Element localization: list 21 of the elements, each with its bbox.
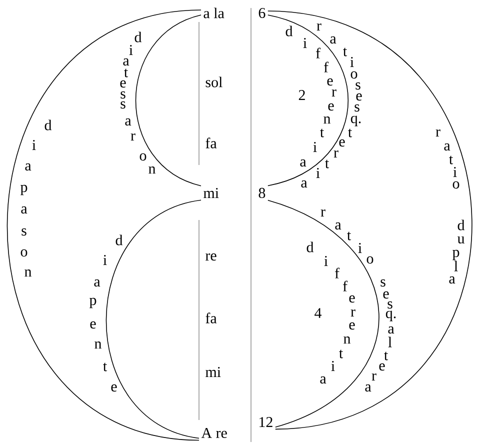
number-label: 12 — [260, 417, 272, 427]
number-label: 8 — [258, 188, 266, 198]
number-label: 4 — [314, 308, 322, 318]
arc — [268, 14, 349, 186]
note-label: re — [206, 253, 216, 261]
edge-label: diapason — [20, 119, 52, 277]
note-label: sol — [206, 76, 222, 88]
note-label: a la — [204, 8, 224, 18]
edge-label: diapente — [88, 234, 124, 392]
edge-label: diatessaron — [119, 31, 156, 174]
arc — [106, 200, 202, 439]
number-label: 6 — [258, 8, 266, 18]
edge-label: ratio dupla — [435, 129, 466, 284]
note-label: mi — [204, 188, 219, 198]
note-label: A re — [201, 428, 227, 438]
arc — [135, 14, 202, 186]
arc — [268, 200, 380, 428]
note-label: fa — [206, 138, 217, 148]
note-label: mi — [206, 367, 221, 377]
note-label: fa — [206, 312, 217, 324]
number-label: 2 — [298, 90, 305, 100]
